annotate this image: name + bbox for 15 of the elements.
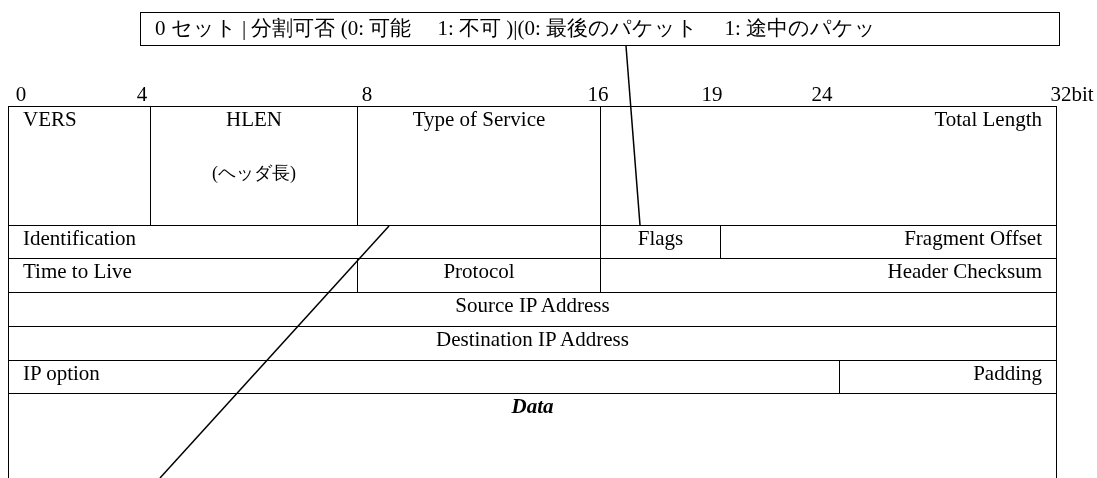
bit-number: 0 <box>15 82 27 106</box>
field-cell: Total Length <box>600 106 1057 226</box>
bit-number: 16 <box>587 82 609 106</box>
bit-number: 32bit <box>1050 82 1094 106</box>
bit-number: 19 <box>701 82 723 106</box>
bit-number: 24 <box>811 82 833 106</box>
bit-number: 4 <box>136 82 148 106</box>
field-cell: Source IP Address <box>8 292 1057 327</box>
bit-number: 8 <box>361 82 373 106</box>
callout-box: 0 セット | 分割可否 (0: 可能 1: 不可 )|(0: 最後のパケット 1: 途中のパケッ <box>140 12 1060 46</box>
field-cell: Data <box>8 393 1057 478</box>
field-cell: VERS <box>8 106 151 226</box>
leader-line <box>159 225 390 478</box>
field-cell: Destination IP Address <box>8 326 1057 361</box>
leader-line <box>625 45 641 226</box>
